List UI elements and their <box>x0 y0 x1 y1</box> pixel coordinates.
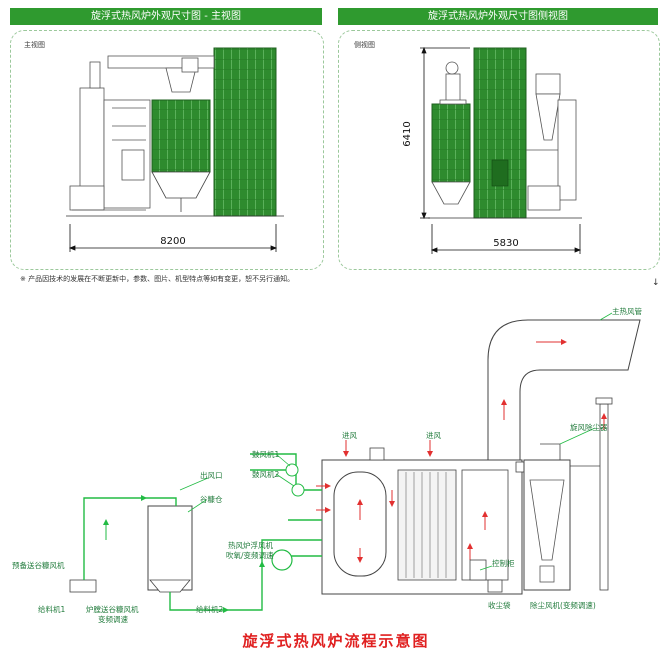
main-hot-air-duct <box>487 319 641 460</box>
label-main-duct: 主热风管 <box>612 306 642 316</box>
label-ash-bag: 收尘袋 <box>488 600 511 610</box>
label-feeder-2: 给料机2 <box>196 604 223 614</box>
label-furnace-fan: 炉膛送谷糠风机 <box>86 604 139 614</box>
label-furnace-fan-sub: 变频调速 <box>98 614 128 624</box>
disclaimer-note: ※ 产品因技术的发展在不断更新中，参数、图片、机型特点等如有变更，恕不另行通知。 <box>20 275 295 283</box>
front-view-banner: 旋浮式热风炉外观尺寸图 - 主视图 <box>10 8 322 25</box>
blower-2 <box>291 483 305 497</box>
hull-hopper <box>147 505 193 591</box>
float-fan <box>271 549 293 571</box>
front-view-label: 主视图 <box>24 41 45 49</box>
label-float-fan: 热风炉浮风机 <box>228 540 273 550</box>
label-blower-1: 鼓风机1 <box>252 449 279 459</box>
label-outlet: 出风口 <box>200 470 223 480</box>
side-width-dimension: 5830 <box>493 238 518 249</box>
side-view-label: 侧视图 <box>354 41 375 49</box>
front-width-dimension: 8200 <box>160 236 185 247</box>
front-view-machine: 8200 <box>66 47 284 252</box>
control-cabinet <box>469 559 487 581</box>
side-height-dimension: 6410 <box>402 121 413 146</box>
feed-pipe-2 <box>169 539 322 611</box>
label-blower-2: 鼓风机2 <box>252 469 279 479</box>
down-arrow-mark: ↓ <box>652 278 660 288</box>
label-cyclone: 旋风除尘器 <box>570 422 608 432</box>
flow-diagram: 主热风管 进风 进风 鼓风机1 鼓风机2 出风口 谷糠仓 旋风除尘器 预备送谷糠… <box>12 306 642 624</box>
ash-bag <box>487 579 503 593</box>
label-hopper: 谷糠仓 <box>200 494 223 504</box>
label-feeder-1: 给料机1 <box>38 604 65 614</box>
flow-diagram-title: 旋浮式热风炉流程示意图 <box>242 632 430 650</box>
front-hot-air-box <box>151 99 211 173</box>
label-float-fan-sub: 吹氧/变频调速 <box>226 550 274 560</box>
blower-1 <box>285 463 299 477</box>
side-hot-air-box <box>431 103 471 183</box>
side-dryer-tower <box>473 47 527 219</box>
side-view-banner: 旋浮式热风炉外观尺寸图侧视图 <box>338 8 658 25</box>
side-view-machine: 6410 5830 <box>402 46 582 254</box>
label-preset-fan: 预备送谷糠风机 <box>12 560 65 570</box>
label-dust-fan: 除尘风机(变频调速) <box>530 600 596 610</box>
label-control: 控制柜 <box>492 558 515 568</box>
label-air-in-2: 进风 <box>426 431 441 440</box>
front-dryer-tower <box>213 47 277 217</box>
label-air-in-1: 进风 <box>342 431 357 440</box>
